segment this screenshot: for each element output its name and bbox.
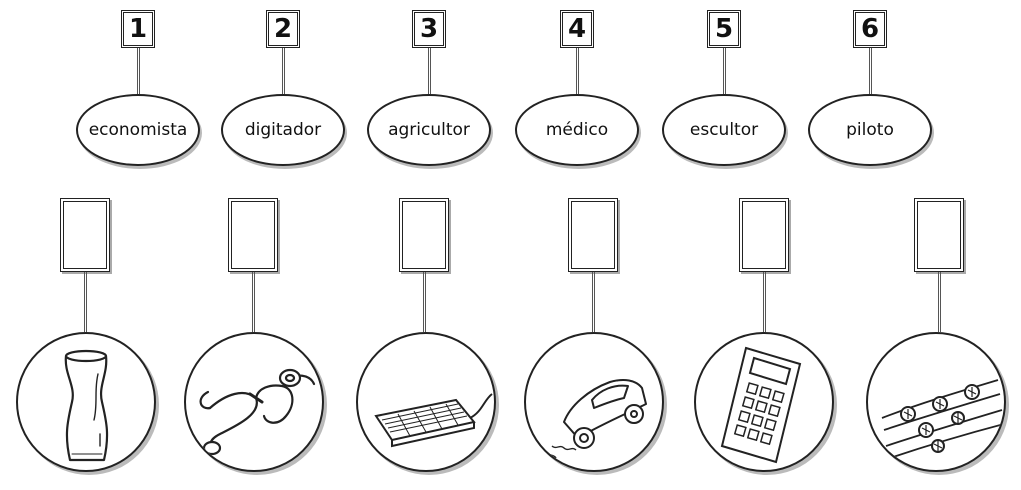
number-box-1: 1	[121, 10, 155, 48]
vase-icon	[64, 349, 109, 462]
picture-circle-6	[866, 332, 1006, 472]
number-box-2: 2	[266, 10, 300, 48]
connector	[592, 272, 595, 332]
answer-box-2[interactable]	[228, 198, 278, 272]
picture-circle-2	[184, 332, 324, 472]
connector	[938, 272, 941, 332]
profession-label-agricultor: agricultor	[367, 94, 491, 166]
picture-circle-1	[16, 332, 156, 472]
number-box-6: 6	[853, 10, 887, 48]
connector	[84, 272, 87, 332]
answer-box-6[interactable]	[914, 198, 964, 272]
connector	[723, 48, 726, 94]
number-box-5: 5	[707, 10, 741, 48]
number-box-4: 4	[560, 10, 594, 48]
answer-box-3[interactable]	[399, 198, 449, 272]
keyboard-icon	[374, 393, 493, 448]
picture-circle-4	[524, 332, 664, 472]
picture-circle-3	[356, 332, 496, 472]
stethoscope-icon	[199, 368, 316, 456]
connector	[576, 48, 579, 94]
connector	[428, 48, 431, 94]
profession-label-medico: médico	[515, 94, 639, 166]
profession-label-escultor: escultor	[662, 94, 786, 166]
number-box-3: 3	[412, 10, 446, 48]
answer-box-1[interactable]	[60, 198, 110, 272]
answer-box-4[interactable]	[568, 198, 618, 272]
connector	[282, 48, 285, 94]
calculator-icon	[720, 346, 802, 464]
plants-icon	[881, 379, 1004, 459]
profession-label-piloto: piloto	[808, 94, 932, 166]
profession-label-economista: economista	[76, 94, 200, 166]
profession-label-digitador: digitador	[221, 94, 345, 166]
connector	[763, 272, 766, 332]
connector	[423, 272, 426, 332]
connector	[869, 48, 872, 94]
picture-circle-5	[694, 332, 834, 472]
car-icon	[545, 379, 647, 459]
answer-box-5[interactable]	[739, 198, 789, 272]
connector	[137, 48, 140, 94]
connector	[252, 272, 255, 332]
